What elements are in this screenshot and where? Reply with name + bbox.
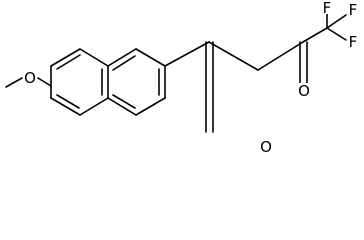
- bond-ring-r-5: [107, 97, 137, 116]
- bond-cf3-f-right: [326, 27, 347, 41]
- carbonyl-oxygen-text: O: [260, 138, 272, 155]
- bond-ring-r-1-inner: [112, 55, 136, 71]
- fluorine-upper-right-label: F: [347, 1, 359, 19]
- bond-ring-l-3: [79, 48, 109, 67]
- bond-ring-r-4: [135, 97, 166, 116]
- structure-diagram: O O O F F F: [5, 0, 359, 155]
- bond-carbonyl-ch2: [208, 41, 259, 71]
- trifluoroketone-oxygen-label: O: [297, 82, 311, 100]
- fluorine-right-label: F: [347, 33, 359, 51]
- bond-ring-r-5-inner: [112, 94, 136, 109]
- bond-ring-l-5: [79, 97, 109, 116]
- bond-ring-carbonyl: [164, 41, 210, 67]
- bond-ring-l-6-inner: [56, 94, 80, 109]
- atom-labels: O O O F F F: [23, 0, 359, 155]
- bond-ring-r-1: [107, 48, 137, 67]
- bond-o-ring: [37, 77, 52, 87]
- fluorine-right-text: F: [349, 33, 358, 51]
- bond-ring-r-2: [135, 48, 166, 67]
- bond-ketone-cf3: [302, 27, 328, 43]
- bond-cf3-f-upper-right: [326, 14, 347, 29]
- bond-ring-l-2: [50, 48, 81, 67]
- carbonyl-oxygen-label: O: [259, 138, 273, 155]
- bond-ring-l-6: [50, 97, 81, 116]
- fluorine-upper-right-text: F: [349, 1, 358, 19]
- methoxy-oxygen-label: O: [23, 69, 37, 87]
- bonds: [5, 12, 347, 133]
- trifluoroketone-oxygen-text: O: [298, 82, 310, 100]
- bond-ring-l-2-inner: [56, 54, 81, 70]
- methoxy-oxygen-text: O: [24, 69, 36, 87]
- fluorine-top-label: F: [321, 0, 333, 17]
- fluorine-top-text: F: [323, 0, 332, 17]
- bond-methyl-o: [5, 77, 23, 88]
- bond-ch2-ketone: [257, 41, 304, 71]
